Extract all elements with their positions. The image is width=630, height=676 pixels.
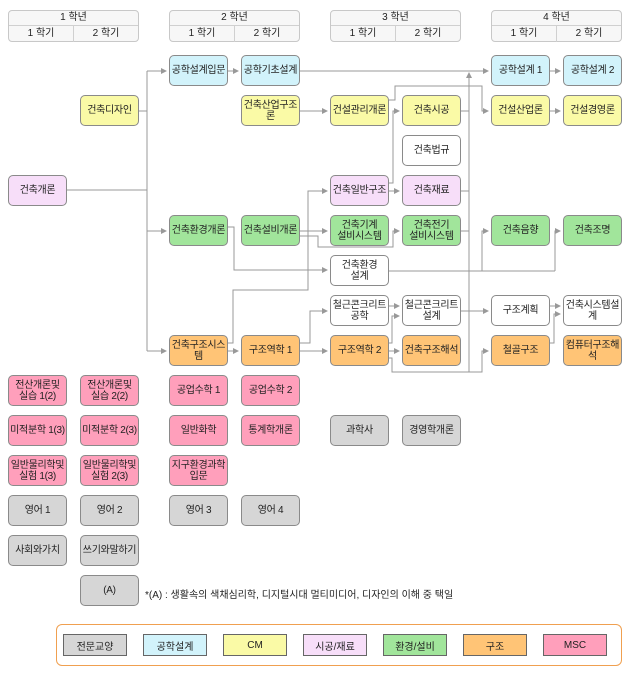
connector	[228, 188, 328, 344]
connector	[389, 348, 489, 373]
course-intro-arch[interactable]: 건축개론	[8, 175, 67, 206]
semester-label: 2 학기	[395, 26, 460, 42]
course-struct-system[interactable]: 건축구조시스템	[169, 335, 228, 366]
course-english-1[interactable]: 영어 1	[8, 495, 67, 526]
course-mech-system[interactable]: 건축기계 설비시스템	[330, 215, 389, 246]
legend-item-structure: 구조	[463, 634, 527, 656]
course-rc-eng[interactable]: 철근콘크리트 공학	[330, 295, 389, 326]
connector	[300, 308, 328, 344]
course-const-management[interactable]: 건설경영론	[563, 95, 622, 126]
semester-label: 1 학기	[349, 28, 377, 39]
legend-item-env: 환경/설비	[383, 634, 447, 656]
course-eng-design-1[interactable]: 공학설계 1	[491, 55, 550, 86]
course-rc-design[interactable]: 철근콘크리트 설계	[402, 295, 461, 326]
year-1-header: 1 학년 1 학기 2 학기	[8, 10, 139, 42]
course-struct-planning[interactable]: 구조계획	[491, 295, 550, 326]
course-eng-basic-design[interactable]: 공학기초설계	[241, 55, 300, 86]
course-statistics[interactable]: 통계학개론	[241, 415, 300, 446]
course-physics-2[interactable]: 일반물리학및 실험 2(3)	[80, 455, 139, 486]
course-gen-chem[interactable]: 일반화학	[169, 415, 228, 446]
legend-item-construction: 시공/재료	[303, 634, 367, 656]
course-arch-industry-struct[interactable]: 건축산업구조론	[241, 95, 300, 126]
course-arch-materials[interactable]: 건축재료	[402, 175, 461, 206]
course-business-intro[interactable]: 경영학개론	[402, 415, 461, 446]
year-label: 3 학년	[331, 11, 460, 26]
course-acoustics[interactable]: 건축음향	[491, 215, 550, 246]
course-building-law[interactable]: 건축법규	[402, 135, 461, 166]
course-history-science[interactable]: 과학사	[330, 415, 389, 446]
semester-label: 1 학기	[188, 28, 216, 39]
semester-label: 1 학기	[510, 28, 538, 39]
course-english-2[interactable]: 영어 2	[80, 495, 139, 526]
course-eng-math-1[interactable]: 공업수학 1	[169, 375, 228, 406]
course-arch-system-design[interactable]: 건축시스템설계	[563, 295, 622, 326]
connector	[554, 228, 561, 271]
year-label: 2 학년	[170, 11, 299, 26]
connector	[389, 313, 400, 344]
course-env-intro[interactable]: 건축환경개론	[169, 215, 228, 246]
year-label: 4 학년	[492, 11, 621, 26]
course-english-4[interactable]: 영어 4	[241, 495, 300, 526]
category-legend: 전문교양 공학설계 CM 시공/재료 환경/설비 구조 MSC	[56, 624, 622, 666]
connector	[389, 108, 400, 184]
legend-item-general: 전문교양	[63, 634, 127, 656]
course-society-values[interactable]: 사회와가치	[8, 535, 67, 566]
legend-item-cm: CM	[223, 634, 287, 656]
legend-item-msc: MSC	[543, 634, 607, 656]
course-general-structure[interactable]: 건축일반구조	[330, 175, 389, 206]
semester-label: 2 학기	[234, 26, 299, 42]
legend-item-eng-design: 공학설계	[143, 634, 207, 656]
course-computer-struct[interactable]: 컴퓨터구조해석	[563, 335, 622, 366]
course-elec-system[interactable]: 건축전기 설비시스템	[402, 215, 461, 246]
course-arch-construction[interactable]: 건축시공	[402, 95, 461, 126]
connector	[389, 85, 489, 114]
course-lighting[interactable]: 건축조명	[563, 215, 622, 246]
course-english-3[interactable]: 영어 3	[169, 495, 228, 526]
year-2-header: 2 학년 1 학기 2 학기	[169, 10, 300, 42]
course-writing-speaking[interactable]: 쓰기와말하기	[80, 535, 139, 566]
course-earth-env[interactable]: 지구환경과학 입문	[169, 455, 228, 486]
course-equip-intro[interactable]: 건축설비개론	[241, 215, 300, 246]
elective-note: *(A) : 생활속의 색채심리학, 디지털시대 멀티미디어, 디자인의 이해 …	[145, 590, 454, 601]
course-const-industry[interactable]: 건설산업론	[491, 95, 550, 126]
connector	[300, 228, 400, 248]
connector	[550, 311, 561, 344]
year-3-header: 3 학년 1 학기 2 학기	[330, 10, 461, 42]
course-mechanics-2[interactable]: 구조역학 2	[330, 335, 389, 366]
course-eng-design-2[interactable]: 공학설계 2	[563, 55, 622, 86]
course-computing-1[interactable]: 전산개론및 실습 1(2)	[8, 375, 67, 406]
course-mechanics-1[interactable]: 구조역학 1	[241, 335, 300, 366]
connector	[228, 226, 328, 273]
course-const-mgmt-intro[interactable]: 건설관리개론	[330, 95, 389, 126]
semester-label: 1 학기	[27, 28, 55, 39]
connector	[481, 228, 489, 271]
course-computing-2[interactable]: 전산개론및 실습 2(2)	[80, 375, 139, 406]
course-arch-design[interactable]: 건축디자인	[80, 95, 139, 126]
course-physics-1[interactable]: 일반물리학및 실험 1(3)	[8, 455, 67, 486]
course-env-design[interactable]: 건축환경 설계	[330, 255, 389, 286]
course-steel-struct[interactable]: 철골구조	[491, 335, 550, 366]
course-eng-math-2[interactable]: 공업수학 2	[241, 375, 300, 406]
course-calculus-1[interactable]: 미적분학 1(3)	[8, 415, 67, 446]
year-4-header: 4 학년 1 학기 2 학기	[491, 10, 622, 42]
course-elective-a[interactable]: (A)	[80, 575, 139, 606]
course-calculus-2[interactable]: 미적분학 2(3)	[80, 415, 139, 446]
semester-label: 2 학기	[556, 26, 621, 42]
course-eng-design-intro[interactable]: 공학설계입문	[169, 55, 228, 86]
course-struct-analysis[interactable]: 건축구조해석	[402, 335, 461, 366]
year-label: 1 학년	[9, 11, 138, 26]
semester-label: 2 학기	[73, 26, 138, 42]
